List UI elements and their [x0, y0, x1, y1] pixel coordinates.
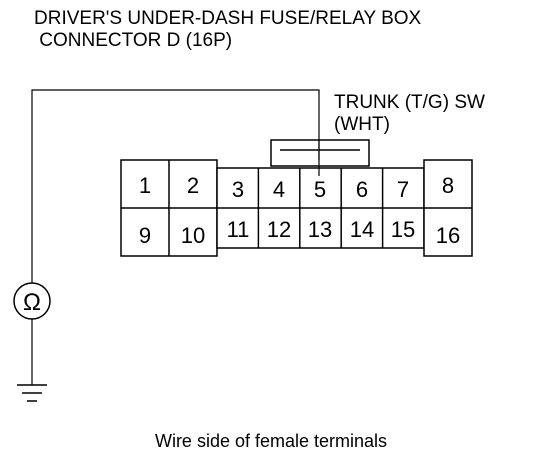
terminal-13: 13 [308, 217, 332, 242]
ground-icon [17, 384, 47, 402]
connector-grid [121, 160, 472, 256]
title-line-1: DRIVER'S UNDER-DASH FUSE/RELAY BOX [34, 8, 422, 29]
terminal-1: 1 [139, 173, 151, 198]
terminal-7: 7 [397, 177, 409, 202]
terminal-11: 11 [227, 217, 250, 242]
terminal-3: 3 [232, 177, 244, 202]
diagram-caption: Wire side of female terminals [154, 431, 388, 451]
wire-label-line-1: TRUNK (T/G) SW [334, 92, 485, 113]
top-row-terminals: 1 2 3 4 5 6 7 8 [139, 173, 454, 202]
terminal-6: 6 [356, 177, 368, 202]
terminal-5: 5 [314, 177, 326, 202]
meter-lead-wire [31, 89, 320, 283]
terminal-9: 9 [139, 223, 151, 248]
connector-title: DRIVER'S UNDER-DASH FUSE/RELAY BOX CONNE… [34, 8, 421, 52]
trunk-switch-wire-label: TRUNK (T/G) SW (WHT) [334, 92, 485, 136]
terminal-2: 2 [187, 173, 199, 198]
terminal-10: 10 [181, 223, 205, 248]
terminal-15: 15 [391, 217, 415, 242]
terminal-8: 8 [442, 173, 454, 198]
bottom-row-terminals: 9 10 11 12 13 14 15 16 [139, 217, 460, 248]
ohm-icon: Ω [23, 289, 41, 316]
terminal-12: 12 [267, 217, 291, 242]
connector-lock-tab [270, 139, 370, 167]
title-line-2: CONNECTOR D (16P) [34, 30, 233, 51]
terminal-16: 16 [436, 223, 460, 248]
terminal-4: 4 [273, 177, 285, 202]
terminal-14: 14 [350, 217, 374, 242]
wire-label-line-2: (WHT) [334, 114, 390, 135]
